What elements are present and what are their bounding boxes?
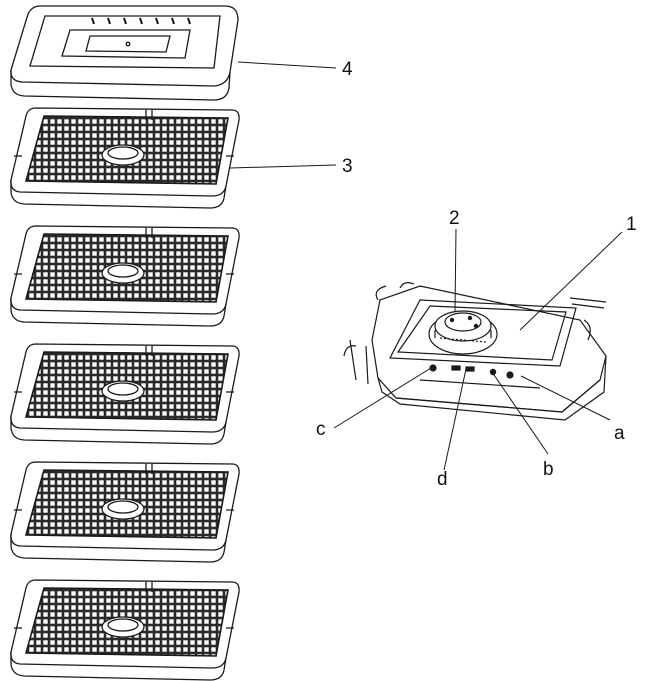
label-control: 2 [449, 208, 460, 229]
tray [10, 343, 240, 445]
label-port-d: d [437, 469, 448, 490]
tray [10, 225, 240, 327]
label-tray: 3 [342, 156, 353, 177]
label-port-c: c [316, 419, 326, 440]
base-unit [343, 282, 607, 421]
label-port-b: b [543, 459, 554, 480]
trays-stack [10, 107, 240, 681]
leader-lines [229, 61, 623, 471]
lid [10, 5, 239, 101]
label-lid: 4 [342, 59, 353, 80]
label-base: 1 [626, 214, 637, 235]
label-port-a: a [614, 423, 625, 444]
lid-vents [91, 17, 191, 25]
tray [10, 107, 240, 209]
front-ports [429, 364, 514, 379]
tray [10, 579, 240, 681]
control-dial [428, 310, 498, 355]
tray [10, 461, 240, 563]
